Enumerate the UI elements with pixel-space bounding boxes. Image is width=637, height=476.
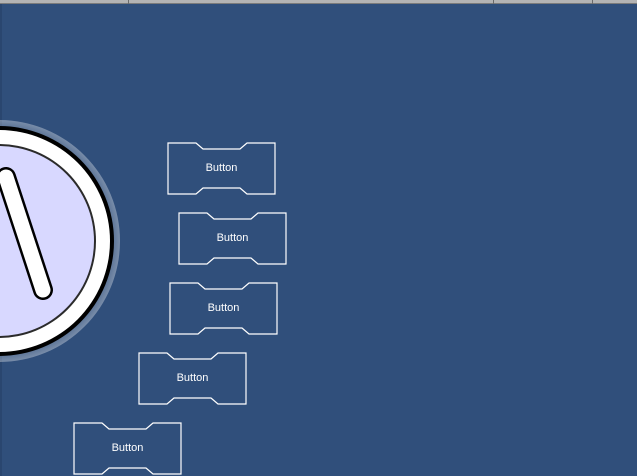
button-outline-icon (167, 142, 276, 195)
button-label: Button (207, 302, 240, 314)
toolbar-divider (493, 0, 494, 4)
button-outline-icon (178, 212, 287, 265)
dial-knob[interactable] (0, 126, 116, 358)
button-4[interactable]: Button (138, 352, 247, 405)
button-outline-icon (73, 422, 182, 475)
button-3[interactable]: Button (169, 282, 278, 335)
button-outline-icon (169, 282, 278, 335)
top-toolbar-strip (0, 0, 637, 4)
toolbar-divider (128, 0, 129, 4)
button-label: Button (176, 372, 209, 384)
button-5[interactable]: Button (73, 422, 182, 475)
toolbar-divider (592, 0, 593, 4)
button-label: Button (111, 442, 144, 454)
button-1[interactable]: Button (167, 142, 276, 195)
button-label: Button (205, 162, 238, 174)
button-2[interactable]: Button (178, 212, 287, 265)
button-label: Button (216, 232, 249, 244)
button-outline-icon (138, 352, 247, 405)
